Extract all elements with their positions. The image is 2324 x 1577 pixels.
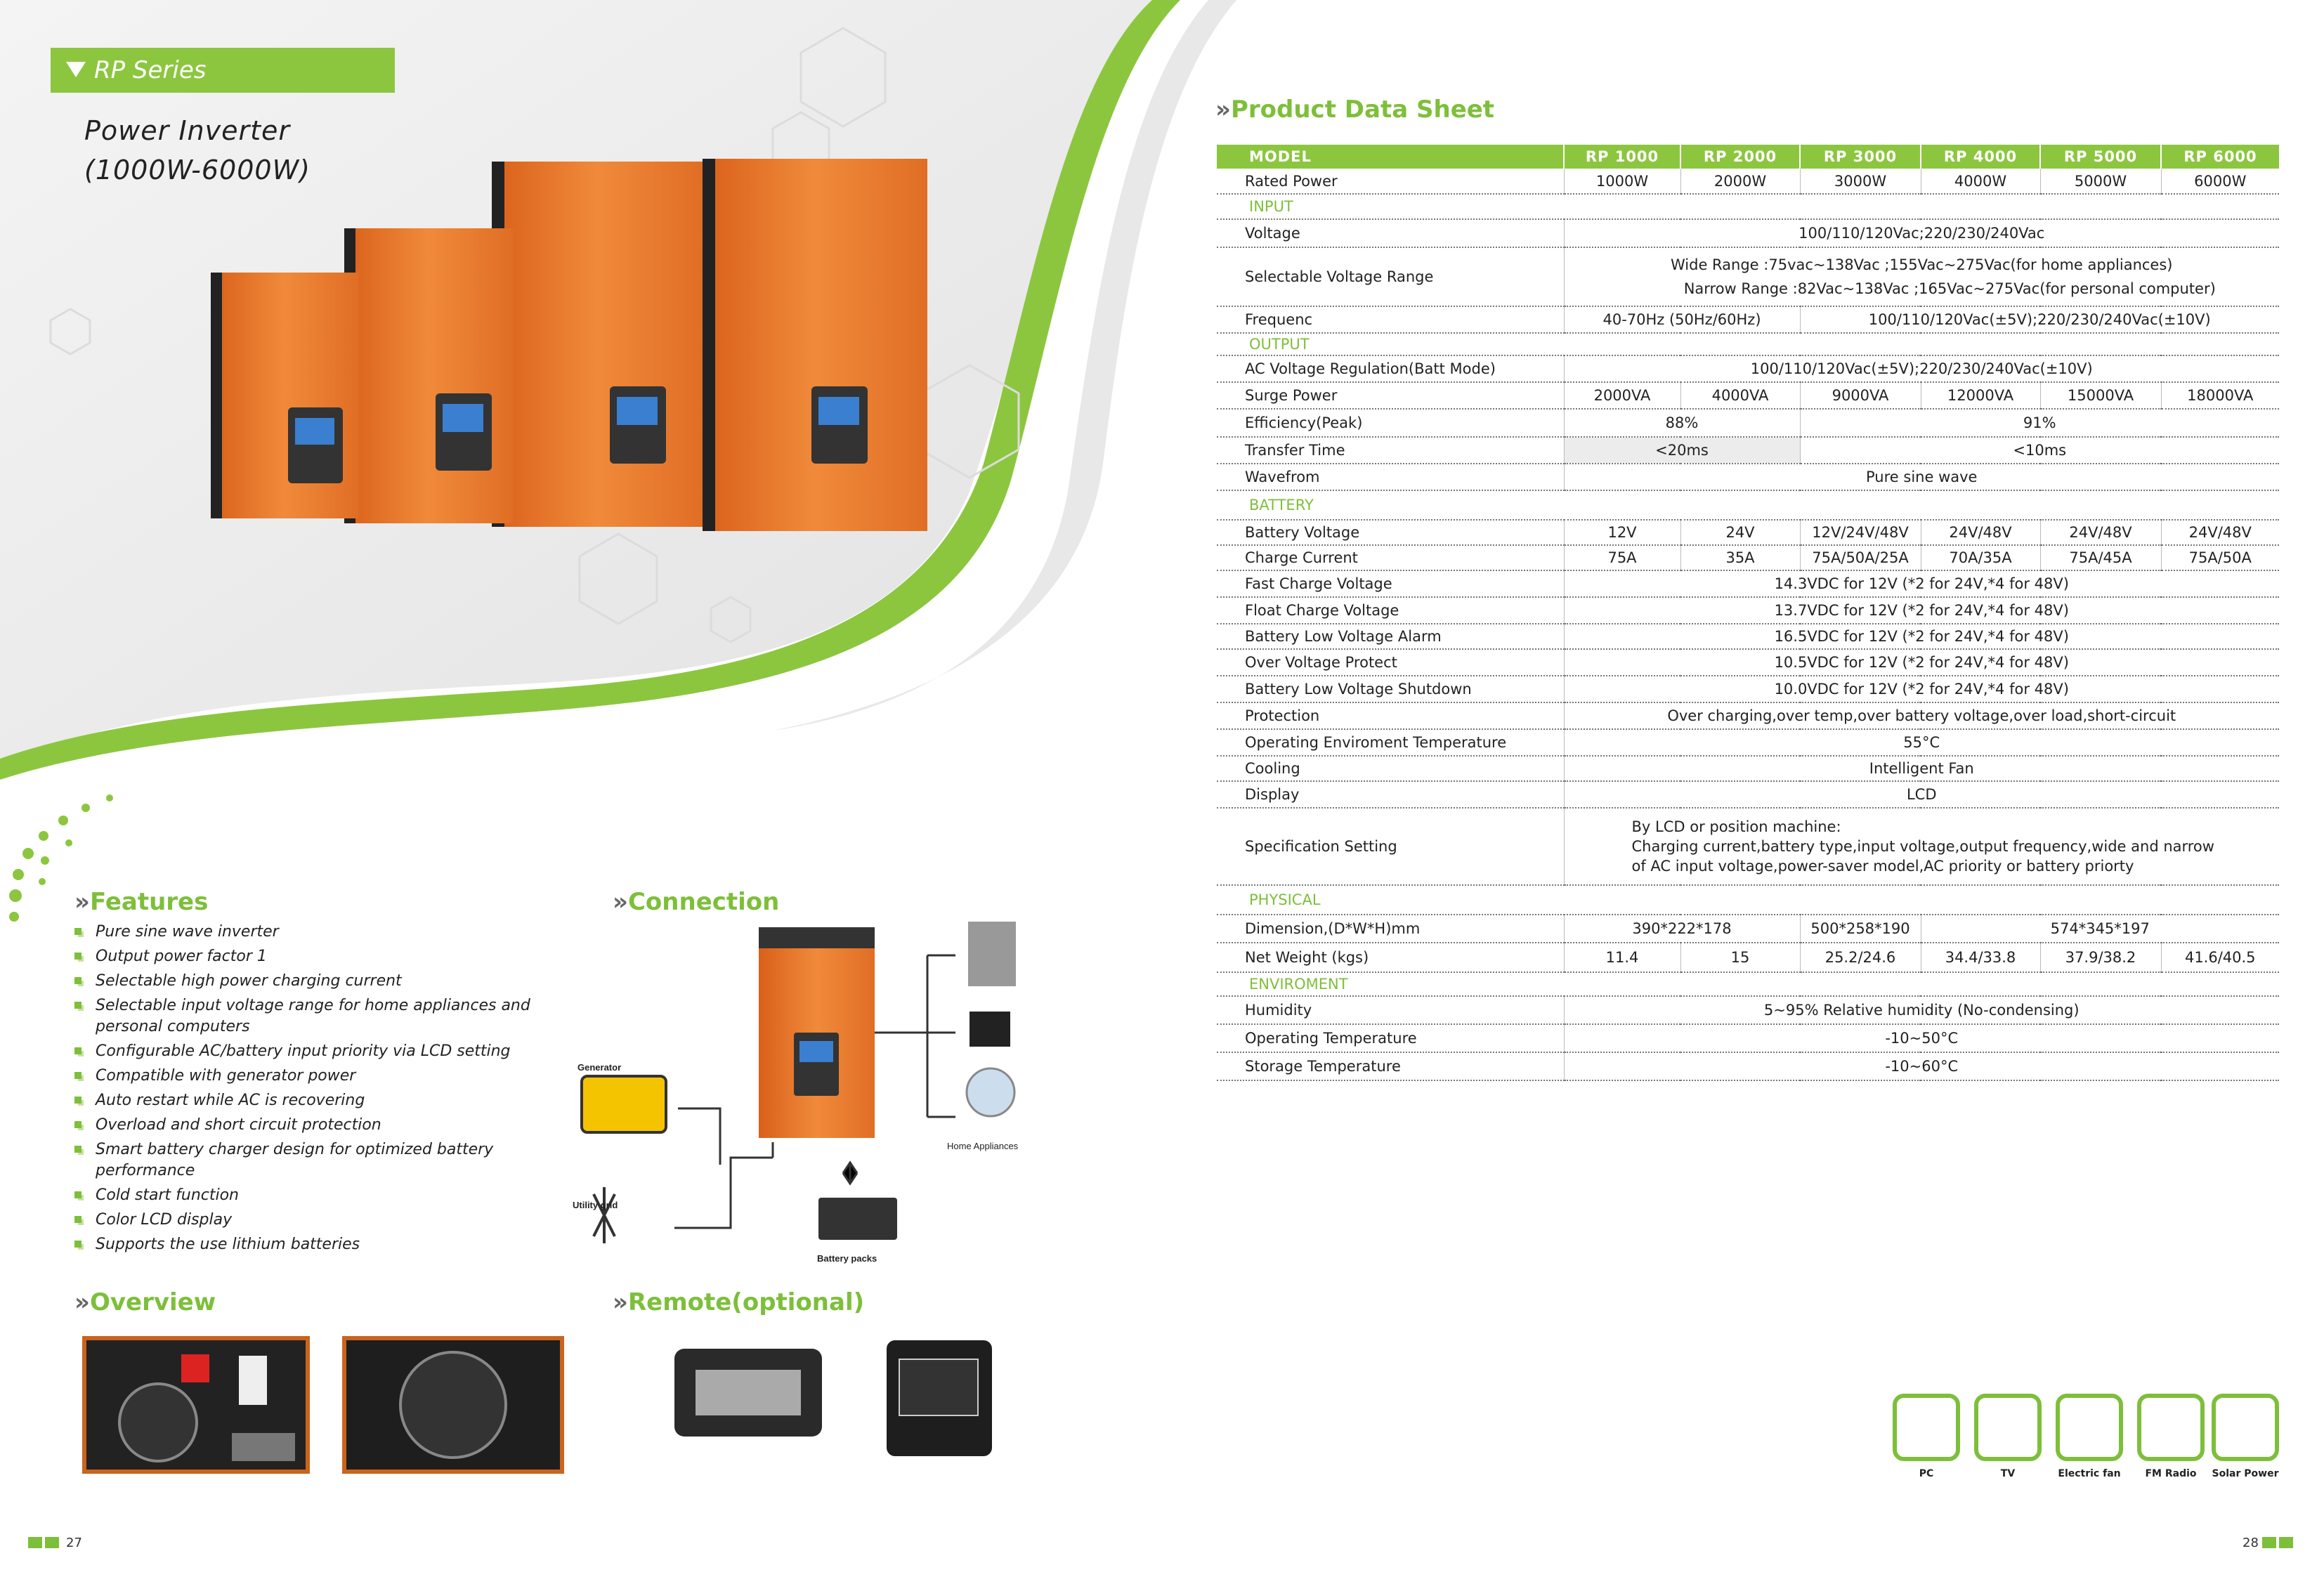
icon-label: TV bbox=[2000, 1468, 2016, 1479]
features-list: Pure sine wave inverter Output power fac… bbox=[74, 922, 566, 1259]
page-marker bbox=[2262, 1537, 2276, 1548]
table-row: Selectable Voltage Range Wide Range :75v… bbox=[1217, 247, 2279, 307]
list-item: Selectable high power charging current bbox=[74, 971, 566, 992]
double-chevron-icon: » bbox=[74, 1288, 90, 1316]
icon-label: FM Radio bbox=[2145, 1468, 2197, 1479]
list-item: Selectable input voltage range for home … bbox=[74, 995, 566, 1038]
list-item: Compatible with generator power bbox=[74, 1066, 566, 1087]
table-row: Charge Current 75A 35A 75A/50A/25A 70A/3… bbox=[1217, 545, 2279, 571]
icon-label: PC bbox=[1919, 1468, 1934, 1479]
double-chevron-icon: » bbox=[74, 888, 90, 916]
list-item: Configurable AC/battery input priority v… bbox=[74, 1041, 566, 1062]
table-row: Frequenc 40-70Hz (50Hz/60Hz) 100/110/120… bbox=[1217, 306, 2279, 334]
overview-images bbox=[82, 1336, 992, 1474]
table-row: Voltage 100/110/120Vac;220/230/240Vac bbox=[1217, 219, 2279, 248]
table-row: Fast Charge Voltage 14.3VDC for 12V (*2 … bbox=[1217, 570, 2279, 598]
list-item: Cold start function bbox=[74, 1185, 566, 1206]
electric-fan-icon bbox=[2056, 1394, 2123, 1461]
table-row: Transfer Time <20ms <10ms bbox=[1217, 437, 2279, 464]
table-row: Display LCD bbox=[1217, 781, 2279, 809]
remote-heading: »Remote(optional) bbox=[613, 1288, 865, 1316]
double-chevron-icon: » bbox=[613, 888, 628, 916]
icon-label: Electric fan bbox=[2058, 1468, 2121, 1479]
connection-diagram bbox=[580, 922, 1016, 1243]
page-marker bbox=[2279, 1537, 2293, 1548]
pc-icon bbox=[1893, 1394, 1960, 1461]
list-item: Output power factor 1 bbox=[74, 946, 566, 967]
datasheet-heading: »Product Data Sheet bbox=[1215, 96, 1495, 124]
table-row: Rated Power 1000W 2000W 3000W 4000W 5000… bbox=[1217, 169, 2279, 195]
list-item: Smart battery charger design for optimiz… bbox=[74, 1139, 566, 1182]
table-group-row: OUTPUT bbox=[1217, 333, 2279, 356]
features-heading: »Features bbox=[74, 888, 209, 916]
list-item: Overload and short circuit protection bbox=[74, 1115, 566, 1136]
inverter-product-image bbox=[211, 159, 927, 531]
double-chevron-icon: » bbox=[1215, 96, 1231, 124]
table-header-row: MODEL RP 1000 RP 2000 RP 3000 RP 4000 RP… bbox=[1217, 145, 2279, 169]
table-row: Battery Low Voltage Alarm 16.5VDC for 12… bbox=[1217, 624, 2279, 650]
triangle-down-icon bbox=[66, 62, 86, 77]
battery-packs-label: Battery packs bbox=[817, 1253, 877, 1264]
page-number-right: 28 bbox=[2243, 1536, 2259, 1550]
page-marker bbox=[45, 1537, 59, 1548]
page-number-left: 27 bbox=[66, 1536, 82, 1550]
table-row: Surge Power 2000VA 4000VA 9000VA 12000VA… bbox=[1217, 382, 2279, 410]
table-row: Battery Voltage 12V 24V 12V/24V/48V 24V/… bbox=[1217, 520, 2279, 546]
table-row: Dimension,(D*W*H)mm 390*222*178 500*258*… bbox=[1217, 915, 2279, 943]
table-group-row: PHYSICAL bbox=[1217, 885, 2279, 915]
table-group-row: BATTERY bbox=[1217, 490, 2279, 521]
table-row: Protection Over charging,over temp,over … bbox=[1217, 702, 2279, 730]
table-row: AC Voltage Regulation(Batt Mode) 100/110… bbox=[1217, 355, 2279, 383]
connection-heading: »Connection bbox=[613, 888, 780, 916]
double-chevron-icon: » bbox=[613, 1288, 628, 1316]
table-row: Float Charge Voltage 13.7VDC for 12V (*2… bbox=[1217, 597, 2279, 624]
icon-label: Solar Power bbox=[2212, 1468, 2279, 1479]
table-row: Operating Enviroment Temperature 55°C bbox=[1217, 729, 2279, 757]
table-row: Operating Temperature -10~50°C bbox=[1217, 1024, 2279, 1053]
table-row: Storage Temperature -10~60°C bbox=[1217, 1052, 2279, 1081]
home-appliances-label: Home Appliances bbox=[947, 1141, 1019, 1151]
series-tab: RP Series bbox=[51, 48, 395, 93]
table-row: Efficiency(Peak) 88% 91% bbox=[1217, 409, 2279, 438]
table-row: Humidity 5~95% Relative humidity (No-con… bbox=[1217, 996, 2279, 1025]
table-group-row: INPUT bbox=[1217, 194, 2279, 220]
list-item: Pure sine wave inverter bbox=[74, 922, 566, 943]
generator-label: Generator bbox=[577, 1062, 622, 1073]
utility-grid-label: Utility grid bbox=[573, 1200, 618, 1210]
table-row: Cooling Intelligent Fan bbox=[1217, 756, 2279, 782]
table-row: Wavefrom Pure sine wave bbox=[1217, 464, 2279, 491]
page-title: Power Inverter (1000W-6000W) bbox=[84, 115, 311, 185]
table-row: Battery Low Voltage Shutdown 10.0VDC for… bbox=[1217, 676, 2279, 703]
list-item: Color LCD display bbox=[74, 1210, 566, 1231]
solar-power-icon bbox=[2212, 1394, 2279, 1461]
page-marker bbox=[28, 1537, 42, 1548]
product-data-table: MODEL RP 1000 RP 2000 RP 3000 RP 4000 RP… bbox=[1217, 145, 2279, 1081]
table-group-row: ENVIROMENT bbox=[1217, 972, 2279, 997]
tv-icon bbox=[1974, 1394, 2042, 1461]
list-item: Supports the use lithium batteries bbox=[74, 1234, 566, 1255]
fm-radio-icon bbox=[2137, 1394, 2205, 1461]
table-row: Specification Setting By LCD or position… bbox=[1217, 808, 2279, 886]
overview-heading: »Overview bbox=[74, 1288, 216, 1316]
list-item: Auto restart while AC is recovering bbox=[74, 1090, 566, 1111]
table-row: Over Voltage Protect 10.5VDC for 12V (*2… bbox=[1217, 649, 2279, 676]
table-row: Net Weight (kgs) 11.4 15 25.2/24.6 34.4/… bbox=[1217, 943, 2279, 973]
